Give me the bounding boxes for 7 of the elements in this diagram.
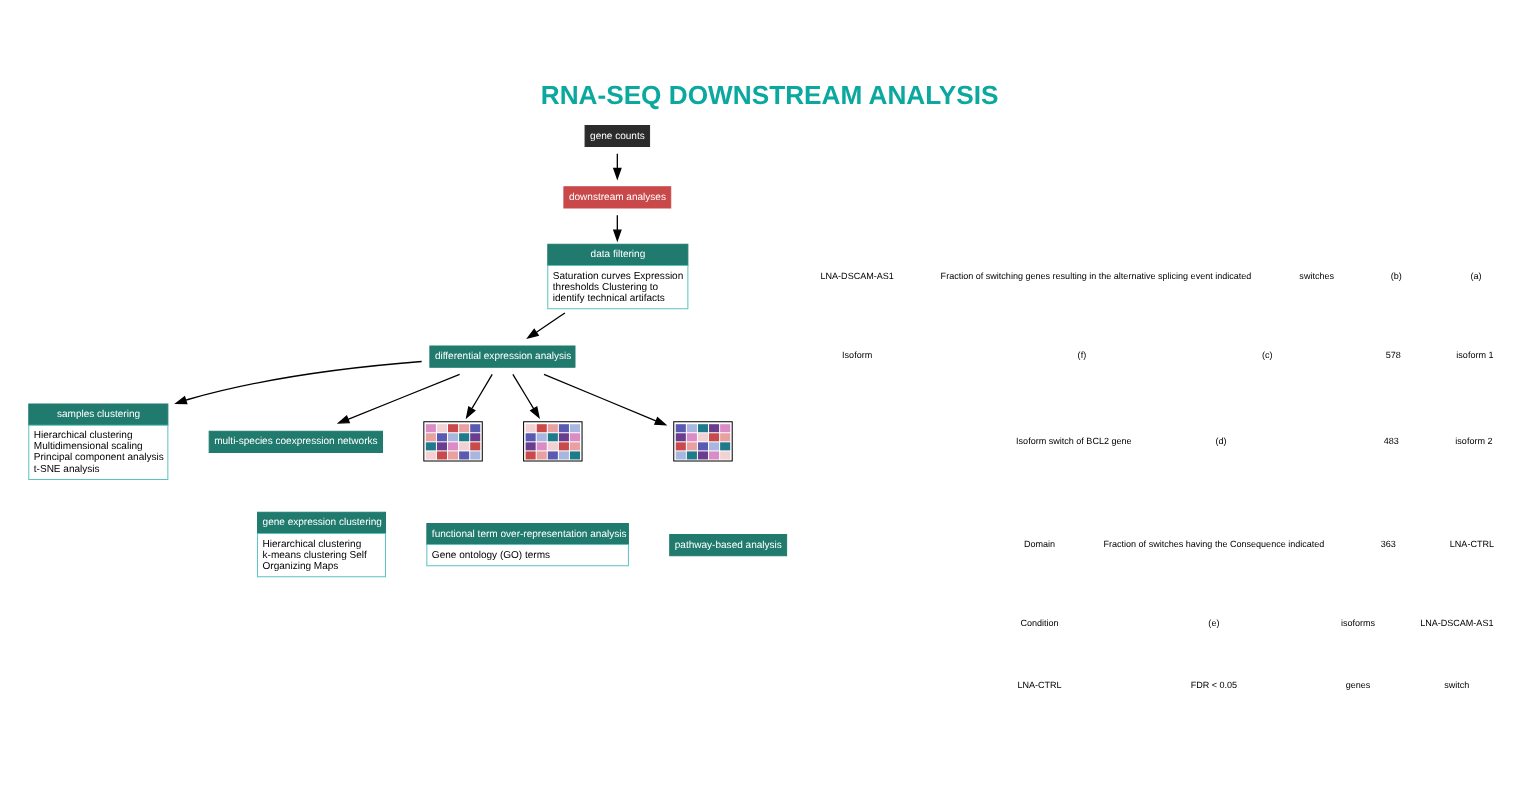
arrow xyxy=(543,373,668,426)
arrow xyxy=(465,373,493,420)
arrow xyxy=(512,373,540,420)
arrow xyxy=(336,373,461,424)
diagram-title: RNA-SEQ DOWNSTREAM ANALYSIS xyxy=(540,80,999,111)
arrow xyxy=(174,360,423,405)
arrow xyxy=(526,312,566,340)
